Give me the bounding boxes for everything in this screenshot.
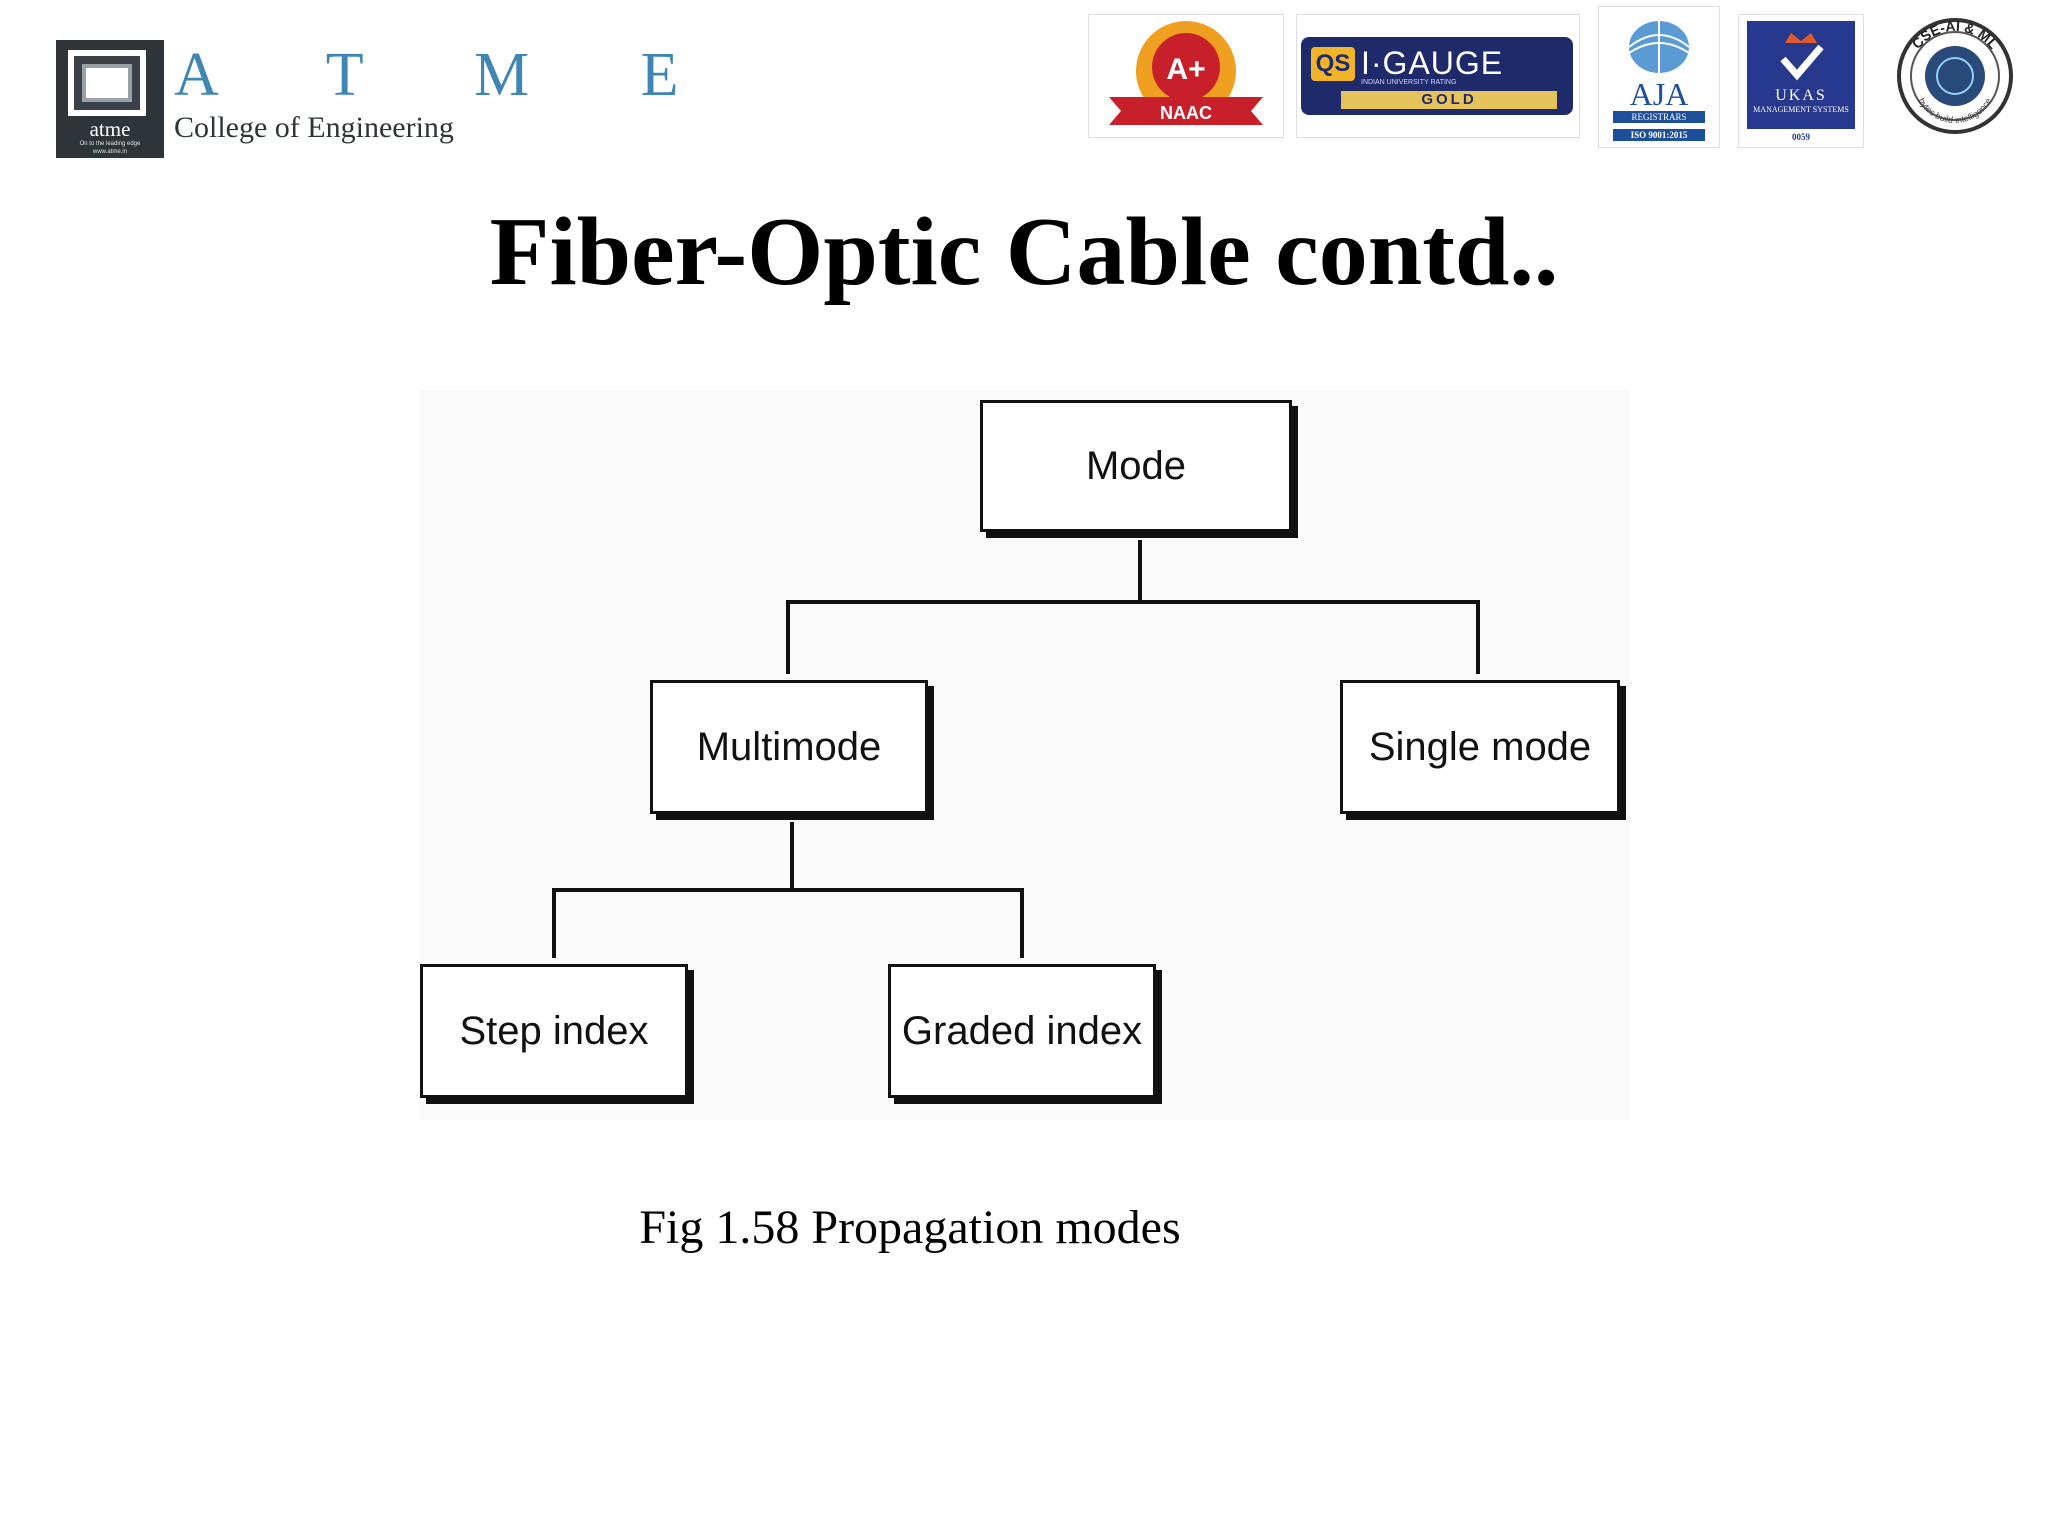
connector-line <box>552 888 1024 892</box>
connector-line <box>786 600 1480 604</box>
ukas-management: MANAGEMENT SYSTEMS <box>1753 105 1849 114</box>
node-mode: Mode <box>980 400 1292 532</box>
qs-icon: QS <box>1311 47 1355 81</box>
atme-logo-mark: atme On to the leading edge www.atme.in <box>56 40 164 158</box>
atme-college-name: College of Engineering <box>174 111 454 144</box>
cse-aiml-seal-icon: CSE-AI & ML bytes build intelligence <box>1897 18 2013 134</box>
aja-badge: AJA REGISTRARS ISO 9001:2015 <box>1598 6 1720 148</box>
node-multimode: Multimode <box>650 680 928 814</box>
ukas-name: UKAS <box>1775 87 1827 104</box>
figure-caption: Fig 1.58 Propagation modes <box>639 1201 1181 1254</box>
crown-check-icon <box>1780 33 1824 81</box>
igauge-subtitle: INDIAN UNIVERSITY RATING <box>1361 79 1457 86</box>
page-title: Fiber-Optic Cable contd.. <box>489 198 1559 306</box>
ukas-number: 0059 <box>1792 132 1810 142</box>
connector-line <box>1138 540 1142 602</box>
globe-icon <box>1628 21 1690 73</box>
connector-line <box>552 888 556 958</box>
node-single-mode: Single mode <box>1340 680 1620 814</box>
naac-badge: A+ NAAC <box>1088 14 1284 138</box>
connector-line <box>790 822 794 890</box>
atme-small-name: atme <box>89 117 131 141</box>
connector-line <box>786 600 790 674</box>
cse-aiml-badge: CSE-AI & ML bytes build intelligence <box>1880 16 2030 136</box>
naac-label: NAAC <box>1160 103 1212 123</box>
naac-grade: A+ <box>1166 53 1205 86</box>
atme-letters: A T M E <box>174 41 727 109</box>
aja-name: AJA <box>1629 76 1689 112</box>
ukas-badge: UKAS MANAGEMENT SYSTEMS 0059 <box>1738 14 1864 148</box>
propagation-modes-diagram: Mode Multimode Single mode Step index Gr… <box>420 390 1630 1120</box>
igauge-name: I·GAUGE <box>1361 45 1504 81</box>
igauge-badge: QS I·GAUGE INDIAN UNIVERSITY RATING GOLD <box>1296 14 1580 138</box>
atme-college-logo: atme On to the leading edge www.atme.in … <box>56 40 727 158</box>
atme-tagline: On to the leading edge www.atme.in <box>79 141 141 155</box>
node-graded-index: Graded index <box>888 964 1156 1098</box>
aja-iso: ISO 9001:2015 <box>1613 129 1705 141</box>
aja-registrars: REGISTRARS <box>1613 111 1705 123</box>
connector-line <box>1476 600 1480 674</box>
atme-square-icon <box>68 50 146 116</box>
igauge-level: GOLD <box>1421 91 1477 108</box>
naac-seal-icon: A+ NAAC <box>1109 21 1263 125</box>
connector-line <box>1020 888 1024 958</box>
node-step-index: Step index <box>420 964 688 1098</box>
